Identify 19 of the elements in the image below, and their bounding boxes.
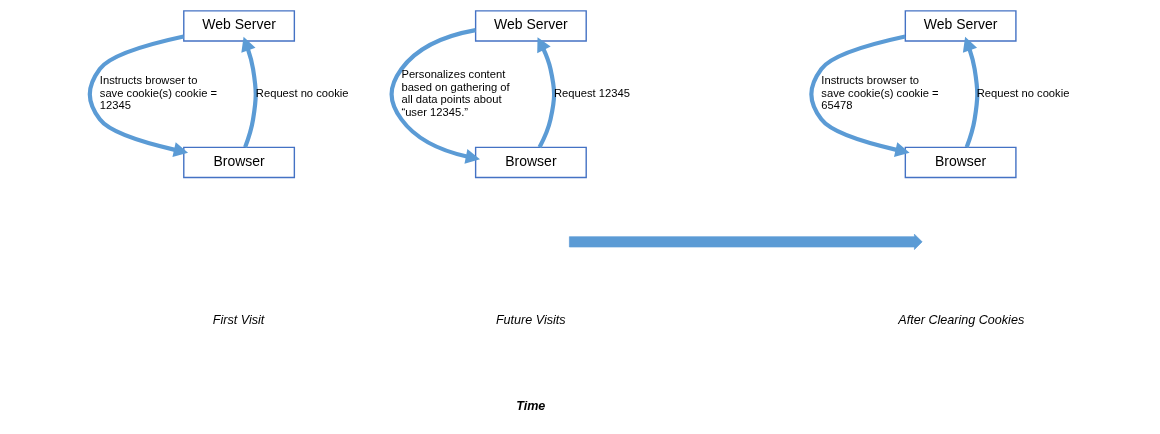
node-box: Web Server <box>904 10 1017 42</box>
edge-label: Instructs browser to save cookie(s) cookie = 12345 <box>99 74 217 112</box>
edge-label: Personalizes content based on gathering of all data points about “user 12345.” <box>400 67 510 118</box>
arrow <box>87 34 188 158</box>
label: After Clearing Cookies <box>897 312 1024 327</box>
label: First Visit <box>212 312 264 327</box>
node-box: Browser <box>182 146 295 179</box>
node-box: Web Server <box>182 10 295 42</box>
arrow <box>962 36 979 149</box>
arrow <box>808 34 910 158</box>
node-box: Browser <box>904 146 1017 179</box>
node-box: Browser <box>474 146 587 179</box>
arrow <box>389 28 480 164</box>
label: Future Visits <box>495 312 566 327</box>
label: Time <box>515 399 545 414</box>
node-box: Web Server <box>474 10 587 42</box>
edge-label: Instructs browser to save cookie(s) cookie = 65478 <box>820 74 939 112</box>
arrow <box>536 37 556 149</box>
arrow <box>240 36 258 149</box>
